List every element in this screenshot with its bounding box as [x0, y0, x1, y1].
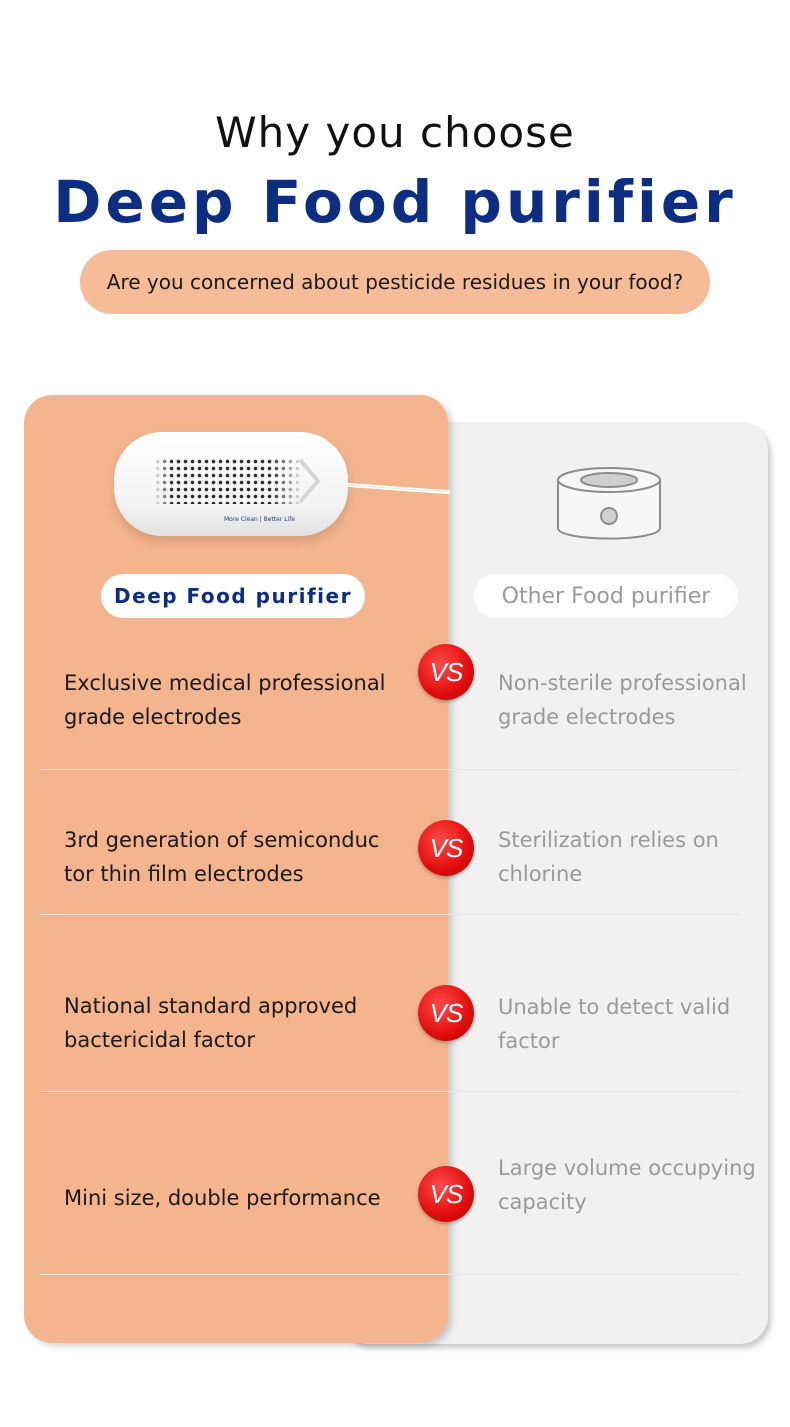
pesticide-question-banner: Are you concerned about pesticide residu…: [80, 250, 710, 314]
device-chevron-mark: [298, 458, 321, 504]
product-cable: [330, 482, 450, 494]
deep-purifier-panel: [24, 395, 448, 1343]
other-purifier-icon: [557, 467, 661, 540]
vs-badge-4: VS: [418, 1166, 474, 1222]
vs-badge-1: VS: [418, 644, 474, 700]
deep-purifier-product-image: More Clean | Better Life: [114, 432, 348, 536]
row-divider-3: [40, 1091, 742, 1092]
vs-badge-3: VS: [418, 985, 474, 1041]
row-divider-4: [40, 1274, 742, 1275]
deep-feature-4: Mini size, double performance: [64, 1186, 381, 1210]
row-divider-1: [40, 769, 742, 770]
other-feature-2: Sterilization relies on chlorine: [498, 828, 719, 886]
device-slogan: More Clean | Better Life: [224, 516, 296, 523]
device-speaker-grille: [154, 458, 304, 504]
other-purifier-label: Other Food purifier: [474, 574, 738, 618]
heading-product-name: Deep Food purifier: [53, 168, 737, 236]
other-feature-4: Large volume occupying capacity: [498, 1156, 756, 1214]
other-feature-3: Unable to detect valid factor: [498, 995, 731, 1053]
row-divider-2: [40, 914, 742, 915]
deep-purifier-label: Deep Food purifier: [101, 574, 365, 618]
other-feature-1: Non-sterile professional grade electrode…: [498, 671, 747, 729]
deep-feature-2: 3rd generation of semiconduc tor thin fi…: [64, 828, 380, 886]
deep-feature-1: Exclusive medical professional grade ele…: [64, 671, 386, 729]
vs-badge-2: VS: [418, 820, 474, 876]
deep-feature-3: National standard approved bactericidal …: [64, 994, 358, 1052]
heading-why-you-choose: Why you choose: [215, 108, 575, 157]
